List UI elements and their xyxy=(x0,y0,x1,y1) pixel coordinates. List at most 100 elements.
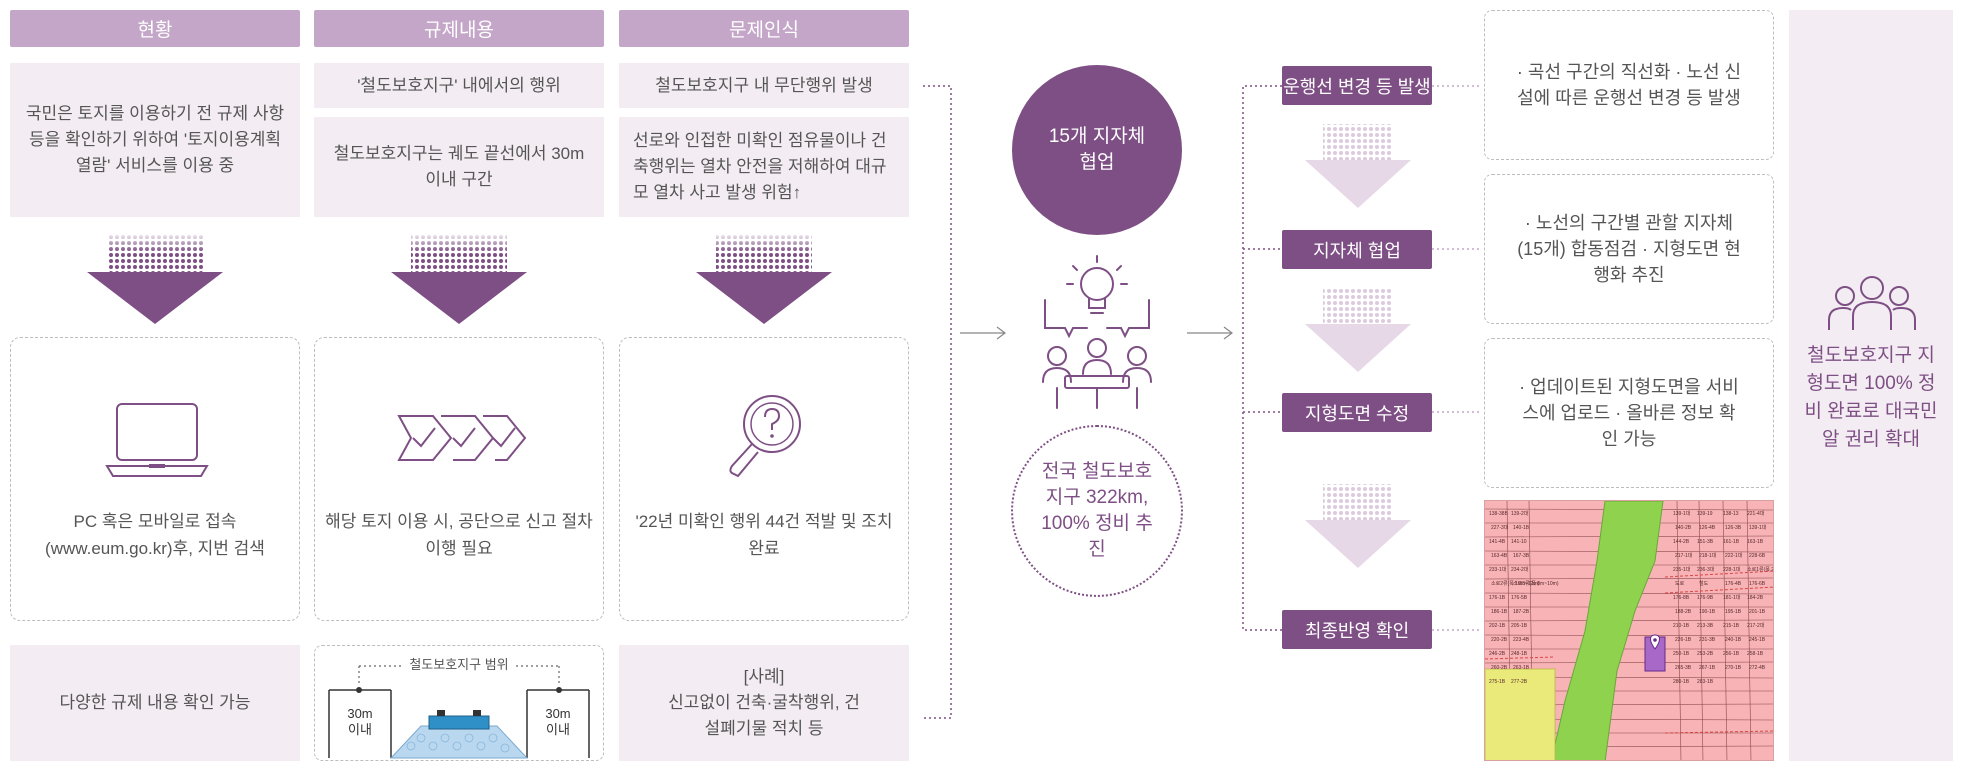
map-parcel-label: 202-1B xyxy=(1489,623,1506,629)
cooperation-circle: 15개 지자체 협업 xyxy=(1012,65,1182,235)
step-connectors xyxy=(1432,85,1481,631)
map-parcel-label: 140-1B xyxy=(1513,525,1530,531)
map-parcel-label: 176-6B xyxy=(1749,581,1766,587)
map-parcel-label: 240-1B xyxy=(1725,637,1742,643)
map-parcel-label: 235-1대 xyxy=(1673,566,1691,573)
outcome-sidebar: 철도보호지구 지형도면 100% 정비 완료로 대국민 알 권리 확대 xyxy=(1789,10,1953,761)
map-parcel-label: 176-4B xyxy=(1725,581,1742,587)
example-title: [사례] xyxy=(743,667,785,686)
arrow-to-steps xyxy=(1187,326,1233,340)
map-parcel-label: 184-2B xyxy=(1747,595,1764,601)
map-parcel-label: 126-4B xyxy=(1699,525,1716,531)
bracket-steps-mid xyxy=(1243,248,1282,413)
regulation-panel: 해당 토지 이용 시, 공단으로 신고 절차 이행 필요 xyxy=(314,337,604,621)
map-parcel-label: 186-1B xyxy=(1491,609,1508,615)
map-parcel-label: 222-1대 xyxy=(1725,552,1743,559)
map-parcel-label: 소로1류(폭 20m~25m) xyxy=(1747,567,1774,573)
map-parcel-label: 139-19 xyxy=(1697,511,1713,517)
problem-label: '22년 미확인 행위 44건 적발 및 조치 완료 xyxy=(635,512,893,558)
map-parcel-label: 소로2류(폭 10m~12m) xyxy=(1491,581,1540,587)
map-parcel-label: 223-4B xyxy=(1513,637,1530,643)
map-parcel-label: 도로 xyxy=(1675,581,1685,587)
map-parcel-label: 258-1B xyxy=(1747,651,1764,657)
map-parcel-label: 277-2B xyxy=(1511,679,1528,685)
map-parcel-label: 270-1B xyxy=(1725,665,1742,671)
desc-map-revision: · 업데이트된 지형도면을 서비스에 업로드 · 올바른 정보 확인 가능 xyxy=(1484,338,1774,488)
status-description: 국민은 토지를 이용하기 전 규제 사항 등을 확인하기 위하여 '토지이용계획… xyxy=(10,63,300,217)
map-parcel-label: 176-8B xyxy=(1673,595,1690,601)
map-parcel-label: 187-2B xyxy=(1513,609,1530,615)
map-parcel-label: 228-6B xyxy=(1749,553,1766,559)
map-parcel-label: 217-2대 xyxy=(1747,622,1765,629)
checklist-arrows-icon xyxy=(397,415,527,461)
zone-range-label: 철도보호지구 범위 xyxy=(403,654,515,673)
map-parcel-label: 188-2B xyxy=(1675,609,1692,615)
map-parcel-label: 213-3B xyxy=(1697,623,1714,629)
map-parcel-label: 철도 xyxy=(1699,580,1709,587)
map-parcel-label: 231-3B xyxy=(1699,637,1716,643)
map-parcel-label: 190-1B xyxy=(1699,609,1716,615)
status-panel: PC 혹은 모바일로 접속 (www.eum.go.kr)후, 지번 검색 xyxy=(10,337,300,621)
example-text: 신고없이 건축·굴착행위, 건설폐기물 적치 등 xyxy=(668,693,860,738)
map-parcel-label: 201-1B xyxy=(1749,609,1766,615)
step-route-change: 운행선 변경 등 발생 xyxy=(1282,66,1432,105)
step-final-check: 최종반영 확인 xyxy=(1282,610,1432,649)
map-parcel-label: 220-2B xyxy=(1491,637,1508,643)
map-parcel-label: 217-1대 xyxy=(1675,552,1693,559)
map-parcel-label: 163-4B xyxy=(1491,553,1508,559)
map-parcel-label: 226-1B xyxy=(1675,637,1692,643)
problem-example: [사례] 신고없이 건축·굴착행위, 건설폐기물 적치 등 xyxy=(619,645,909,761)
map-parcel-label: 272-4B xyxy=(1749,665,1766,671)
map-parcel-label: 280-1B xyxy=(1673,679,1690,685)
map-parcel-label: 263-1B xyxy=(1513,665,1530,671)
map-parcel-label: 176-1B xyxy=(1489,595,1506,601)
map-parcel-label: 215-1B xyxy=(1723,623,1740,629)
down-arrow-3 xyxy=(696,234,832,324)
map-parcel-label: 245-1B xyxy=(1749,637,1766,643)
map-parcel-label: 139-1대 xyxy=(1673,510,1691,517)
map-parcel-label: 283-1B xyxy=(1697,679,1714,685)
lightbulb-meeting-icon xyxy=(1042,255,1152,409)
nationwide-target-circle: 전국 철도보호지구 322km, 100% 정비 추진 xyxy=(1011,425,1183,597)
step-arrow-1 xyxy=(1305,124,1411,208)
down-arrow-1 xyxy=(87,234,223,324)
map-parcel-label: 218-1대 xyxy=(1699,552,1717,559)
step-map-revision: 지형도면 수정 xyxy=(1282,393,1432,432)
status-result: 다양한 규제 내용 확인 가능 xyxy=(10,645,300,761)
map-parcel-label: 275-1B xyxy=(1489,679,1506,685)
map-parcel-label: 265-3B xyxy=(1675,665,1692,671)
map-parcel-label: 138-13 xyxy=(1723,511,1739,517)
map-parcel-label: 210-1B xyxy=(1673,623,1690,629)
map-parcel-label: 151-3B xyxy=(1697,539,1714,545)
magnifier-question-icon xyxy=(729,395,801,478)
map-parcel-label: 181-1대 xyxy=(1723,594,1741,601)
map-parcel-label: 139-1대 xyxy=(1749,524,1767,531)
map-parcel-label: 227-3대 xyxy=(1491,524,1509,531)
desc-route-change: · 곡선 구간의 직선화 · 노선 신설에 따른 운행선 변경 등 발생 xyxy=(1484,10,1774,160)
map-parcel-label: 256-1B xyxy=(1723,651,1740,657)
map-parcel-label: 126-3B xyxy=(1725,525,1742,531)
map-parcel-label: 246-2B xyxy=(1489,651,1506,657)
map-parcel-label: 221-4대 xyxy=(1747,510,1765,517)
map-parcel-label: 260-2B xyxy=(1491,665,1508,671)
down-arrow-2 xyxy=(391,234,527,324)
problem-title: 철도보호지구 내 무단행위 발생 xyxy=(619,63,909,108)
map-parcel-label: 195-1B xyxy=(1725,609,1742,615)
map-parcel-label: 138-38B xyxy=(1489,511,1509,517)
map-parcel-label: 250-1B xyxy=(1673,651,1690,657)
arrow-to-center xyxy=(960,326,1006,340)
map-parcel-label: 234-2대 xyxy=(1511,566,1529,573)
status-label: PC 혹은 모바일로 접속 (www.eum.go.kr)후, 지번 검색 xyxy=(45,512,265,558)
map-parcel-label: 205-1B xyxy=(1511,623,1528,629)
regulation-label: 해당 토지 이용 시, 공단으로 신고 절차 이행 필요 xyxy=(325,512,593,558)
railway-zone-drawing xyxy=(328,665,590,759)
header-regulation: 규제내용 xyxy=(314,10,604,47)
people-group-icon xyxy=(1828,276,1916,330)
bracket-left xyxy=(923,85,952,719)
step-arrow-2 xyxy=(1305,288,1411,372)
